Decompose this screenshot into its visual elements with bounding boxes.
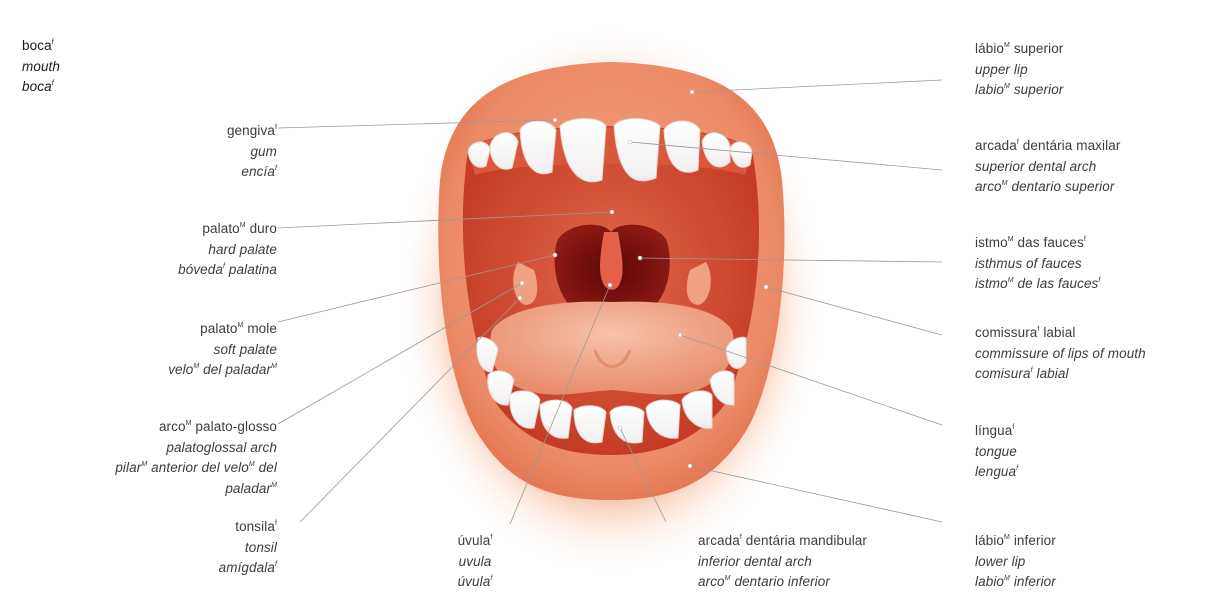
label-text: encía [241,164,275,179]
label-text: labio [975,82,1004,97]
label-text: f [490,575,492,582]
label-text: tonsil [245,540,277,555]
label-text: palatoglossal arch [166,440,277,455]
label-text: lower lip [975,554,1025,569]
tongue [490,302,734,395]
label-text: palatina [225,262,277,277]
label-text: f [275,561,277,568]
label-text: f [275,124,277,131]
label-text: palato [202,221,239,236]
label-text: duro [246,221,277,236]
label-text: arco [159,419,186,434]
label-text: M [271,482,277,489]
label-text: comissura [975,325,1037,340]
label-text: arco [698,574,725,589]
label-text: lengua [975,464,1016,479]
label-text: superior [1010,41,1063,56]
label-text: f [1012,424,1014,431]
label-soft-palate: palatoM mole soft palate veloM del palad… [168,319,277,381]
label-text: de las fauces [1014,276,1099,291]
label-text: isthmus of fauces [975,256,1082,271]
label-text: arco [975,179,1002,194]
label-upper-lip: lábioM superior upper lip labioM superio… [975,39,1063,101]
label-gum: gengivaf gum encíaf [227,121,277,183]
label-text: hard palate [208,242,277,257]
label-uvula: úvulaf uvula úvulaf [440,531,510,593]
label-text: comisura [975,366,1031,381]
label-text: úvula [458,533,491,548]
label-text: f [1084,236,1086,243]
label-text: arcada [698,533,740,548]
label-text: lábio [975,533,1004,548]
label-text: istmo [975,235,1008,250]
title-pt: boca [22,38,52,53]
label-text: bóveda [178,262,223,277]
label-text: paladar [225,481,271,496]
label-text: istmo [975,276,1008,291]
label-text: das fauces [1014,235,1084,250]
label-text: tongue [975,444,1017,459]
label-text: dentario inferior [731,574,830,589]
title-block: bocaf mouth bocaf [22,36,60,98]
label-isthmus-of-fauces: istmoM das faucesf isthmus of fauces ist… [975,233,1100,295]
label-hard-palate: palatoM duro hard palate bóvedaf palatin… [178,219,277,281]
label-text: labio [975,574,1004,589]
label-superior-dental-arch: arcadaf dentária maxilar superior dental… [975,136,1120,198]
label-text: f [52,80,54,87]
label-text: f [52,39,54,46]
label-text: del [255,460,277,475]
label-text: labial [1033,366,1069,381]
label-text: soft palate [214,342,277,357]
label-lower-lip: lábioM inferior lower lip labioM inferio… [975,531,1056,593]
label-tonsil: tonsilaf tonsil amígdalaf [219,517,277,579]
label-text: arcada [975,138,1017,153]
label-text: pilar [115,460,141,475]
label-text: palato-glosso [192,419,277,434]
label-text: amígdala [219,560,275,575]
label-text: f [275,520,277,527]
label-tongue: línguaf tongue lenguaf [975,421,1018,483]
title-es: boca [22,79,52,94]
label-text: gengiva [227,123,275,138]
label-text: f [490,534,492,541]
label-text: inferior [1010,574,1056,589]
label-text: palato [200,321,237,336]
label-text: superior [1010,82,1063,97]
uvula [600,232,623,290]
label-palatoglossal-arch: arcoM palato-glosso palatoglossal arch p… [115,417,277,499]
label-text: inferior dental arch [698,554,812,569]
label-text: superior dental arch [975,159,1096,174]
label-text: língua [975,423,1012,438]
label-text: del paladar [199,362,271,377]
label-text: labial [1039,325,1075,340]
label-text: dentária maxilar [1019,138,1121,153]
label-text: úvula [458,574,491,589]
label-text: lábio [975,41,1004,56]
label-commissure: comissuraf labial commissure of lips of … [975,323,1146,385]
label-text: tonsila [235,519,275,534]
title-en: mouth [22,59,60,74]
label-text: dentária mandibular [742,533,867,548]
label-text: gum [250,144,277,159]
label-text: f [1016,465,1018,472]
label-text: M [271,363,277,370]
label-text: uvula [459,554,492,569]
label-text: f [1098,277,1100,284]
label-text: velo [168,362,193,377]
label-text: upper lip [975,62,1028,77]
label-text: inferior [1010,533,1056,548]
label-text: mole [243,321,277,336]
label-inferior-dental-arch: arcadaf dentária mandibular inferior den… [698,531,867,593]
label-text: f [275,165,277,172]
label-text: commissure of lips of mouth [975,346,1146,361]
label-text: anterior del velo [147,460,249,475]
label-text: dentario superior [1008,179,1115,194]
